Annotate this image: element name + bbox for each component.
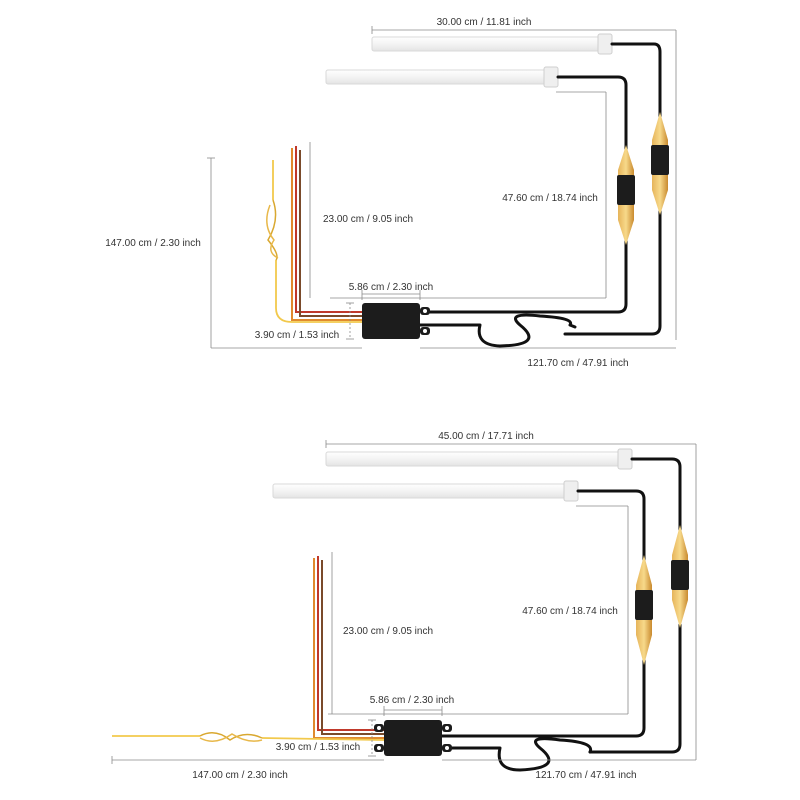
dim-connector-wire-2: 47.60 cm / 18.74 inch [328, 505, 629, 715]
label-box-height: 3.90 cm / 1.53 inch [255, 330, 340, 341]
dim-box-width: 5.86 cm / 2.30 inch [349, 282, 434, 300]
led-strip-upper-2 [325, 448, 633, 470]
black-wires [418, 42, 662, 348]
led-strip-lower-2 [272, 480, 579, 502]
label-connector-wire-2: 47.60 cm / 18.74 inch [522, 606, 618, 617]
label-input-wire: 23.00 cm / 9.05 inch [323, 214, 413, 225]
label-box-width-2: 5.86 cm / 2.30 inch [370, 695, 455, 706]
connector-left-2 [635, 555, 653, 665]
label-connector-wire: 47.60 cm / 18.74 inch [502, 193, 598, 204]
connector-right [651, 112, 669, 215]
black-wires-2 [438, 457, 682, 772]
label-long-strip-2: 45.00 cm / 17.71 inch [438, 431, 534, 442]
dim-connector-wire: 47.60 cm / 18.74 inch [330, 91, 607, 299]
dim-box-height-2: 3.90 cm / 1.53 inch [276, 719, 376, 757]
yellow-wire-2 [112, 732, 385, 742]
dim-input-wire: 23.00 cm / 9.05 inch [309, 142, 413, 298]
label-box-width: 5.86 cm / 2.30 inch [349, 282, 434, 293]
dim-main-cable-2: 121.70 cm / 47.91 inch [442, 759, 696, 781]
connector-right-2 [671, 525, 689, 628]
diagram-top: 30.00 cm / 11.81 inch [105, 17, 677, 369]
dim-main-cable: 121.70 cm / 47.91 inch [420, 347, 676, 369]
label-input-wire-2: 23.00 cm / 9.05 inch [343, 626, 433, 637]
dim-yellow-wire-2: 147.00 cm / 2.30 inch [111, 756, 384, 781]
label-box-height-2: 3.90 cm / 1.53 inch [276, 742, 361, 753]
label-yellow-wire-2: 147.00 cm / 2.30 inch [192, 770, 288, 781]
input-wires-2 [313, 556, 384, 739]
led-strip-upper [371, 33, 613, 55]
dim-box-width-2: 5.86 cm / 2.30 inch [370, 695, 455, 716]
label-main-cable-2: 121.70 cm / 47.91 inch [535, 770, 636, 781]
dim-box-height: 3.90 cm / 1.53 inch [255, 302, 354, 341]
dim-long-strip: 30.00 cm / 11.81 inch [371, 17, 677, 340]
control-box [362, 303, 430, 339]
label-long-strip: 30.00 cm / 11.81 inch [437, 17, 532, 28]
yellow-wire [266, 160, 362, 323]
dim-input-wire-2: 23.00 cm / 9.05 inch [331, 552, 433, 714]
dim-yellow-wire: 147.00 cm / 2.30 inch [105, 157, 362, 349]
input-wires [291, 146, 362, 321]
led-strip-lower [325, 66, 559, 88]
diagram-bottom: 45.00 cm / 17.71 inch [111, 431, 697, 781]
connector-left [617, 145, 635, 245]
label-yellow-wire: 147.00 cm / 2.30 inch [105, 238, 201, 249]
dim-long-strip-2: 45.00 cm / 17.71 inch [325, 431, 697, 760]
control-box-2 [374, 720, 452, 756]
label-main-cable: 121.70 cm / 47.91 inch [527, 358, 628, 369]
